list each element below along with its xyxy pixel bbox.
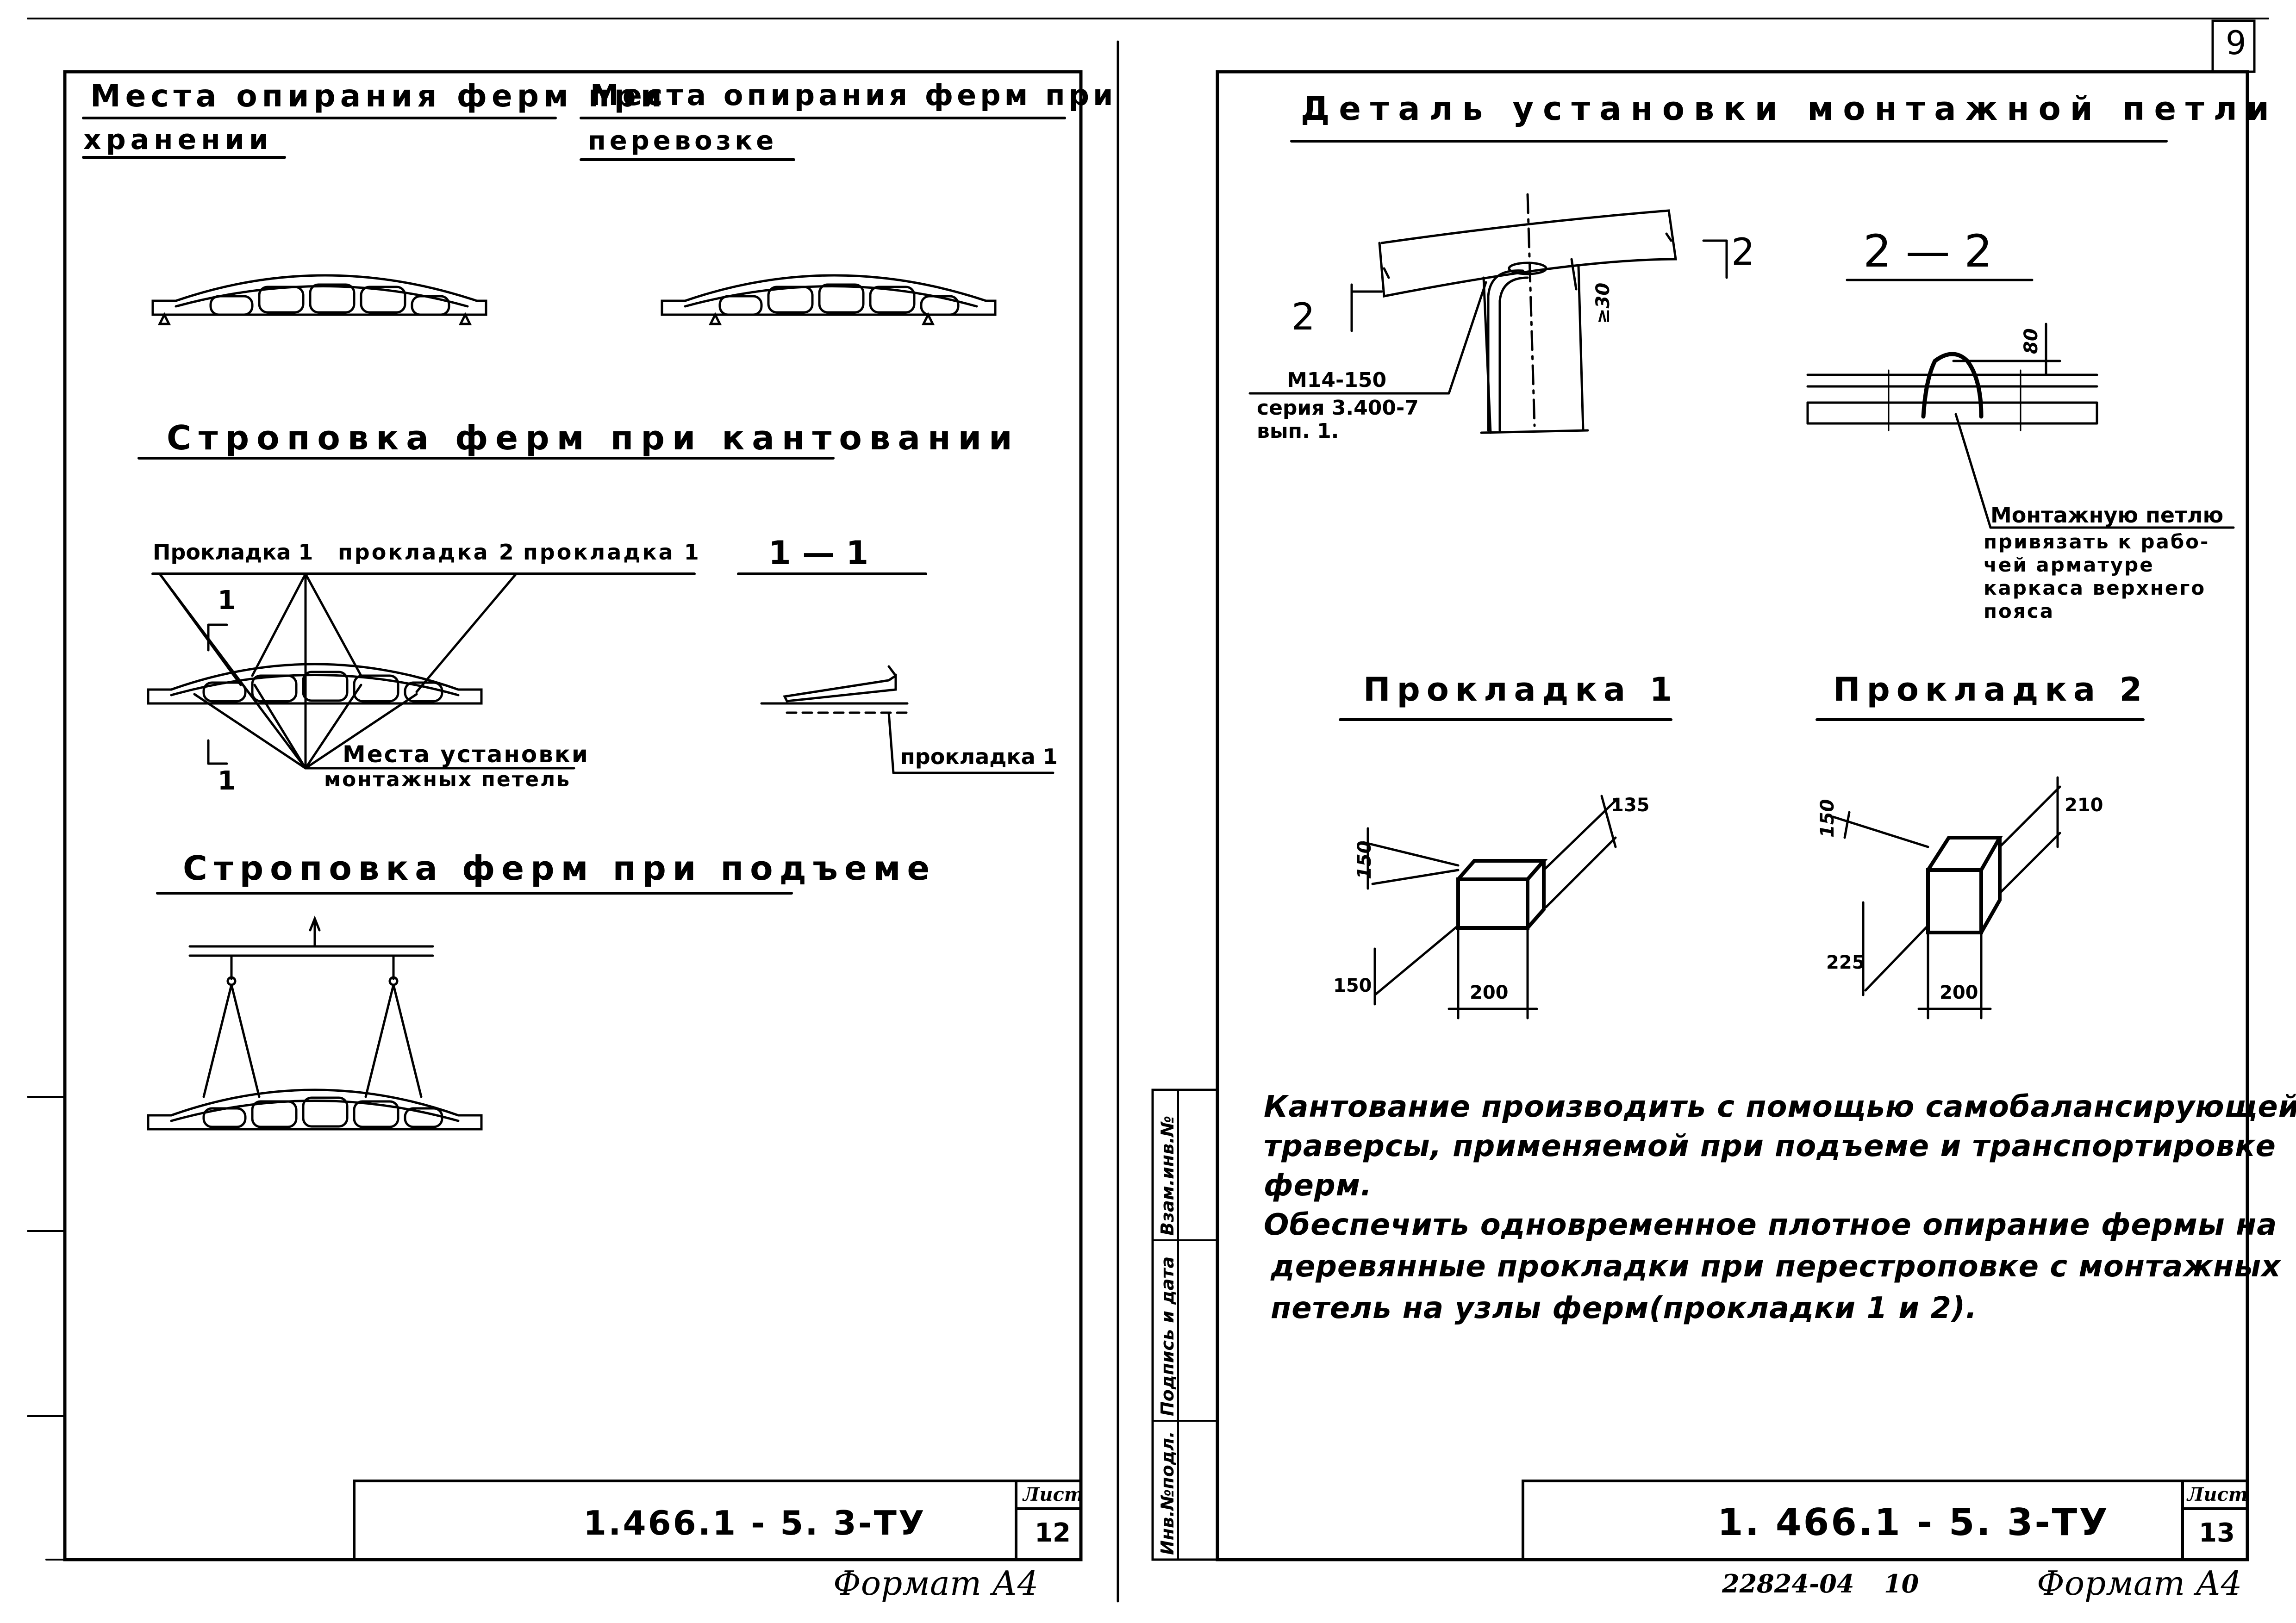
loop-note-1: Монтажную петлю xyxy=(1990,503,2224,528)
tilting-title: Строповка ферм при кантовании xyxy=(167,418,1020,457)
loop-places-line-2: монтажных петель xyxy=(324,768,571,791)
section-pad-label: прокладка 1 xyxy=(900,744,1058,769)
pad-1-drawing xyxy=(1362,795,1617,1020)
note-line-4: Обеспечить одновременное плотное опирани… xyxy=(1264,1208,2277,1242)
right-stamp-sheet-number: 13 xyxy=(2199,1518,2235,1548)
side-stamp-inv: Инв.№подл. xyxy=(1157,1431,1178,1555)
sheet-number: 9 xyxy=(2226,24,2246,62)
pad-1-dim-b: 135 xyxy=(1611,795,1650,816)
note-line-6: петель на узлы ферм(прокладки 1 и 2). xyxy=(1271,1291,1978,1325)
left-format: Формат А4 xyxy=(833,1564,1039,1603)
note-line-3: ферм. xyxy=(1264,1169,1373,1203)
pad-1-dim-d: 200 xyxy=(1470,982,1509,1003)
loop-spec-3: вып. 1. xyxy=(1257,419,1339,443)
pad-1-dim-a: 150 xyxy=(1354,840,1375,880)
side-stamp-sign: Подпись и дата xyxy=(1157,1256,1178,1416)
section-mark-left: 2 xyxy=(1292,295,1315,338)
pad-label-a: Прокладка 1 xyxy=(153,540,313,565)
left-stamp-sheet-number: 12 xyxy=(1035,1518,1071,1548)
note-line-2: траверсы, применяемой при подъеме и тран… xyxy=(1264,1129,2276,1163)
truss-lifting xyxy=(147,915,483,1131)
pad-label-b: прокладка 2 xyxy=(338,540,516,565)
right-stamp-sheet-label: Лист xyxy=(2187,1484,2248,1505)
transport-title-line-1: Места опирания ферм при xyxy=(590,78,1117,112)
section-mark-top: 1 xyxy=(218,585,236,616)
section-mark-bottom: 1 xyxy=(218,766,236,796)
right-stamp-code: 1. 466.1 - 5. 3-ТУ xyxy=(1717,1501,2109,1544)
section-1-1 xyxy=(760,665,1054,774)
section-2-2-label: 2 — 2 xyxy=(1863,225,1993,277)
lifting-title: Строповка ферм при подъеме xyxy=(183,849,936,888)
section-mark-right: 2 xyxy=(1731,230,1755,274)
right-format: Формат А4 xyxy=(2037,1564,2242,1603)
pad-2-dim-d: 200 xyxy=(1940,982,1978,1003)
loop-spec-2: серия 3.400-7 xyxy=(1257,396,1419,420)
loop-spec-1: М14-150 xyxy=(1287,368,1387,392)
loop-note-4: каркаса верхнего xyxy=(1984,577,2206,599)
pad-1-title: Прокладка 1 xyxy=(1363,671,1679,709)
section-2-2 xyxy=(1806,279,2235,529)
dim-80: 80 xyxy=(2021,328,2042,354)
storage-title-line-1: Места опирания ферм при xyxy=(90,78,667,114)
loop-note-5: пояса xyxy=(1984,600,2055,622)
pad-2-dim-c: 225 xyxy=(1826,952,1865,973)
pad-label-c: прокладка 1 xyxy=(523,540,701,565)
loop-note-3: чей арматуре xyxy=(1984,553,2154,576)
pad-2-dim-b: 210 xyxy=(2065,795,2103,816)
left-stamp-sheet-label: Лист xyxy=(1023,1484,1084,1505)
pad-1-dim-c: 150 xyxy=(1333,975,1372,996)
note-line-1: Кантование производить с помощью самобал… xyxy=(1264,1090,2296,1124)
pad-2-drawing xyxy=(1832,776,2061,1020)
left-stamp-code: 1.466.1 - 5. 3-ТУ xyxy=(583,1504,926,1542)
dim-30: ≥30 xyxy=(1592,282,1614,324)
note-line-5: деревянные прокладки при перестроповке с… xyxy=(1271,1250,2281,1284)
loop-places-line-1: Места установки xyxy=(343,741,589,768)
pad-2-title: Прокладка 2 xyxy=(1833,671,2149,709)
truss-transport xyxy=(661,274,997,325)
pad-2-dim-a: 150 xyxy=(1817,799,1838,838)
right-frame xyxy=(1151,19,2256,1561)
side-stamp-replace: Взам.инв.№ xyxy=(1157,1115,1178,1236)
section-1-1-label: 1 — 1 xyxy=(768,534,869,572)
loop-detail-title: Деталь установки монтажной петли xyxy=(1301,90,2278,128)
archive-number: 22824-04 xyxy=(1722,1569,1854,1598)
loop-note-2: привязать к рабо- xyxy=(1984,530,2210,553)
archive-page: 10 xyxy=(1884,1569,1919,1598)
storage-title-line-2: хранении xyxy=(83,124,273,156)
transport-title-line-2: перевозке xyxy=(588,126,778,156)
truss-tilting xyxy=(147,572,575,770)
left-frame xyxy=(27,70,1083,1561)
loop-detail xyxy=(1248,193,1728,434)
truss-storage xyxy=(151,274,487,325)
